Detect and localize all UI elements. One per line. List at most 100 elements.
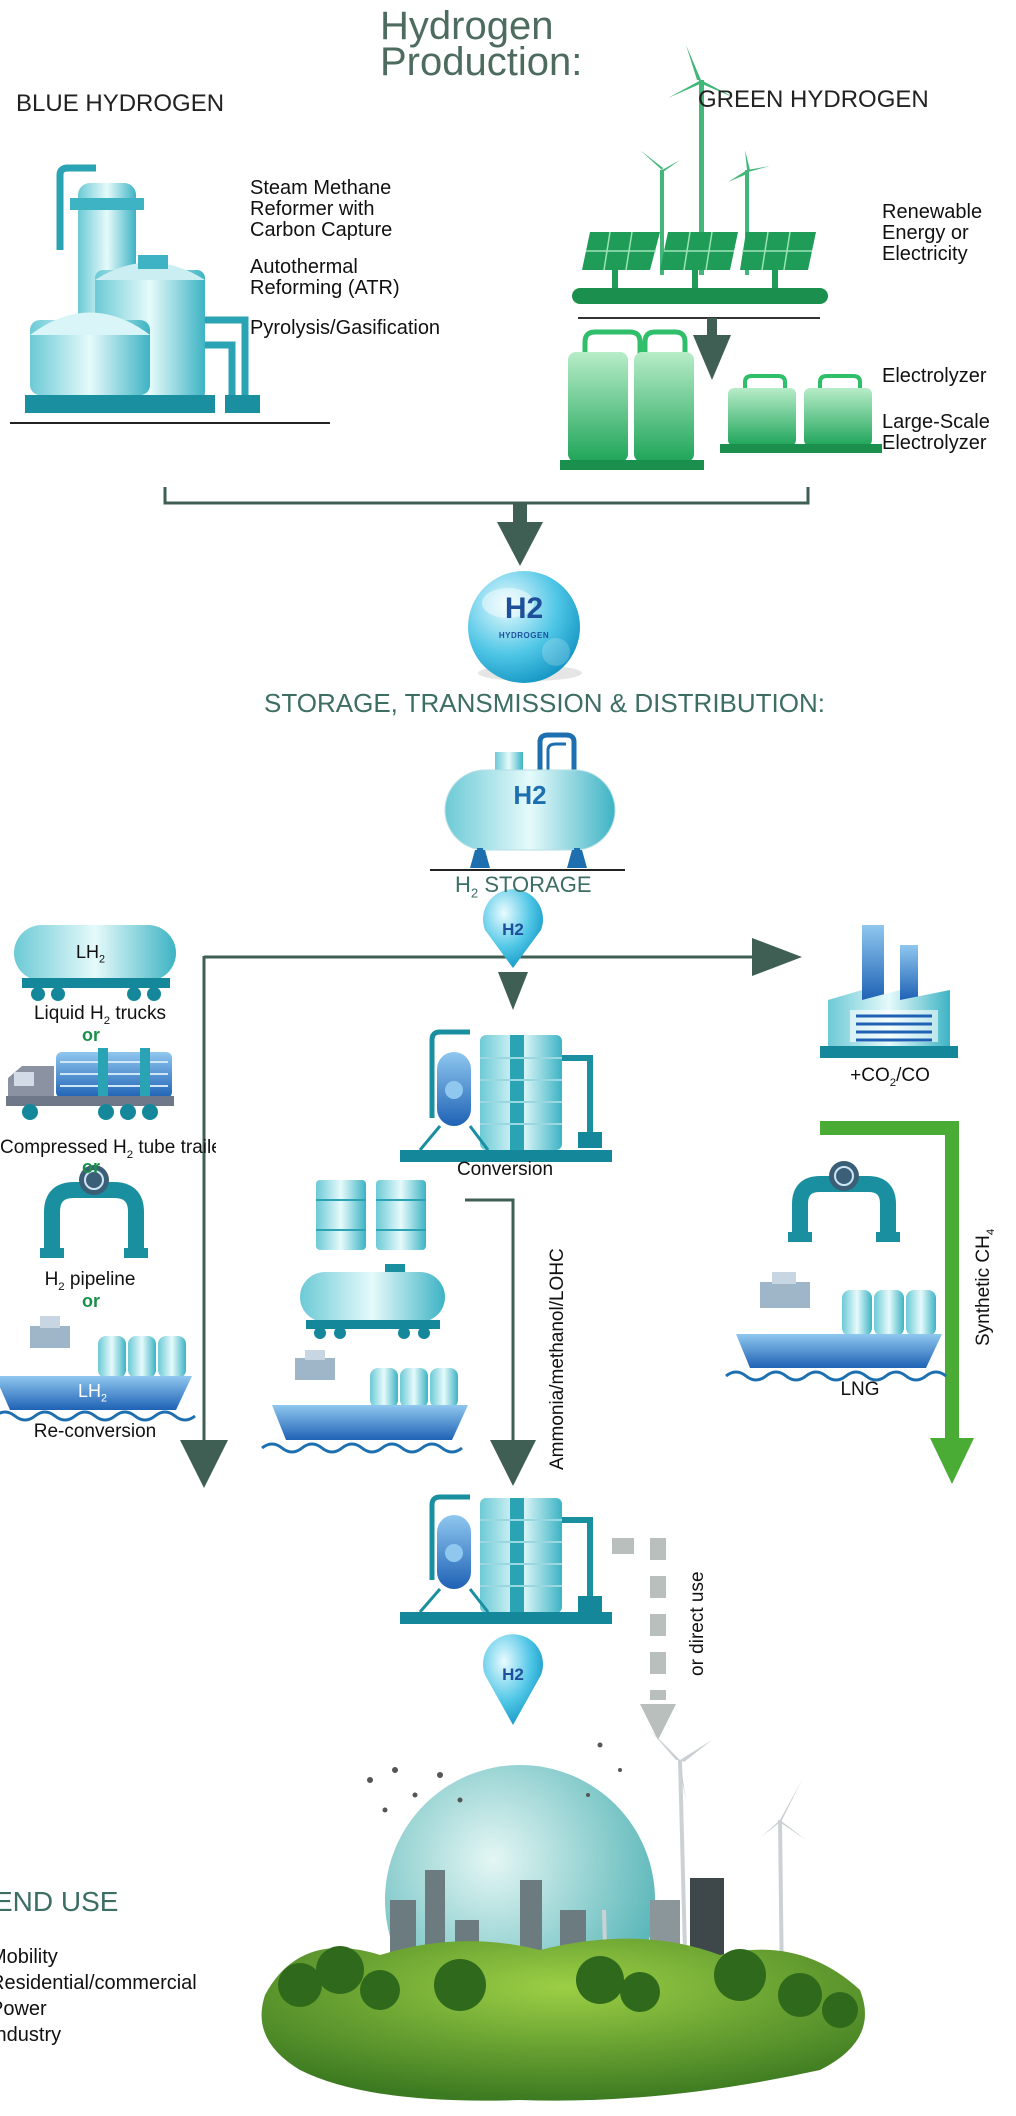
h2-pipeline-sub: 2 xyxy=(58,1280,65,1293)
or-label-1: or xyxy=(82,1025,100,1045)
carrier-label: Ammonia/methanol/LOHC xyxy=(547,1248,568,1470)
co-prefix: +CO xyxy=(850,1065,890,1086)
green-hydrogen-heading: GREEN HYDROGEN xyxy=(698,86,929,113)
ship-tank-sub: 2 xyxy=(101,1392,108,1405)
conversion-plant-illustration xyxy=(400,1029,612,1162)
blue-hydrogen-plant-illustration xyxy=(10,164,330,424)
merge-arrow-shaft xyxy=(513,503,527,525)
wind-solar-illustration xyxy=(572,45,828,380)
electrolyzer-label: Electrolyzer xyxy=(882,365,987,387)
end-use-item-industry: Industry xyxy=(0,2024,62,2046)
blue-method-1-line-3: Carbon Capture xyxy=(250,219,393,241)
or-label-3: or xyxy=(82,1291,100,1311)
h2-pipeline-prefix: H xyxy=(44,1269,59,1290)
blue-hydrogen-heading: BLUE HYDROGEN xyxy=(16,90,225,117)
synthetic-ch4-arrow xyxy=(820,1121,974,1484)
electrolyzer-illustration xyxy=(560,329,882,470)
h2-storage-label-sub: 2 xyxy=(470,885,479,901)
end-use-city-island-illustration xyxy=(261,1730,865,2101)
tube-trailer-illustration xyxy=(6,1048,174,1120)
hydrogen-pin-marker-2 xyxy=(483,1634,543,1725)
lng-ship-illustration xyxy=(725,1272,947,1382)
blue-method-3-line-1: Pyrolysis/Gasification xyxy=(250,317,441,339)
renewable-line-3: Electricity xyxy=(882,243,968,265)
rail-tank-car-illustration xyxy=(300,1264,445,1339)
blue-method-1-line-2: Reformer with xyxy=(250,198,375,220)
blue-method-3: Pyrolysis/Gasification xyxy=(250,318,440,339)
main-title-line2: Production: xyxy=(380,40,583,84)
renewable-line-2: Energy or xyxy=(882,222,969,244)
renewable-energy-label: Renewable Energy or Electricity xyxy=(882,202,982,265)
hydrogen-ball-icon xyxy=(468,571,582,683)
end-use-heading: END USE xyxy=(0,1886,119,1917)
rail-tank-label: LH2 xyxy=(76,943,105,965)
h2-ball-word: HYDROGEN xyxy=(498,631,550,640)
end-use-item-power: Power xyxy=(0,1998,47,2020)
synthetic-ch4-label: Synthetic CH4 xyxy=(973,1228,997,1346)
carrier-ship-illustration xyxy=(261,1350,468,1454)
conversion-label: Conversion xyxy=(456,1159,554,1180)
liquid-h2-rest: trucks xyxy=(110,1003,166,1024)
production-merge-bracket xyxy=(163,487,810,505)
renewable-line-1: Renewable xyxy=(882,201,983,223)
h2-ball-symbol: H2 xyxy=(504,592,544,625)
large-scale-line-2: Electrolyzer xyxy=(882,432,987,454)
blue-method-1-line-1: Steam Methane xyxy=(250,177,392,199)
liquid-h2-sub: 2 xyxy=(103,1014,111,1027)
merge-arrowhead xyxy=(497,522,543,566)
liquid-h2-prefix: Liquid H xyxy=(33,1003,104,1024)
rail-tank-prefix: LH xyxy=(76,942,100,962)
carrier-route-arrow xyxy=(465,1198,536,1486)
h2-pipeline-illustration xyxy=(40,1165,148,1258)
h2-pipeline-rest: pipeline xyxy=(64,1269,136,1290)
blue-method-2-line-1: Autothermal xyxy=(250,256,358,278)
hydrogen-pin-marker-1 xyxy=(483,889,544,968)
end-use-item-residential: Residential/commercial xyxy=(0,1972,197,1994)
h2-storage-label-prefix: H xyxy=(455,872,471,897)
h2-storage-label-rest: STORAGE xyxy=(478,872,592,897)
direct-use-dashed-arrow xyxy=(612,1538,676,1740)
synthetic-sub: 4 xyxy=(984,1228,997,1236)
synthetic-prefix: Synthetic CH xyxy=(973,1235,994,1346)
storage-tank-symbol: H2 xyxy=(513,780,547,810)
co-sub: 2 xyxy=(889,1076,897,1089)
main-title: Hydrogen Production: xyxy=(380,4,583,84)
co2-co-label: +CO2/CO xyxy=(830,1066,950,1089)
lng-pipeline-illustration xyxy=(788,1161,900,1242)
co-rest: /CO xyxy=(896,1065,930,1086)
end-use-item-mobility: Mobility xyxy=(0,1946,58,1968)
blue-method-2: Autothermal Reforming (ATR) xyxy=(250,257,400,299)
pin-marker-1-symbol: H2 xyxy=(502,920,524,939)
lng-label: LNG xyxy=(840,1379,880,1400)
or-label-2: or xyxy=(82,1157,100,1177)
hydrogen-storage-tank-illustration xyxy=(430,732,625,871)
reconversion-plant-illustration xyxy=(400,1494,612,1624)
distribution-branch-arrows xyxy=(180,938,802,1488)
reconversion-label: Re-conversion xyxy=(33,1421,157,1442)
liquid-h2-rail-tank-illustration xyxy=(14,925,176,1001)
green-down-arrowhead xyxy=(693,335,731,380)
tube-trailers-prefix: Compressed H xyxy=(0,1138,127,1158)
large-scale-line-1: Large-Scale xyxy=(882,411,990,433)
blue-method-1: Steam Methane Reformer with Carbon Captu… xyxy=(250,178,392,241)
tube-trailers-sub: 2 xyxy=(126,1148,134,1161)
direct-use-label: or direct use xyxy=(687,1571,708,1676)
blue-method-2-line-2: Reforming (ATR) xyxy=(250,277,400,299)
end-use-list: Mobility Residential/commercial Power In… xyxy=(0,1944,197,2048)
factory-illustration xyxy=(820,925,958,1058)
ship-tank-label: LH2 xyxy=(78,1382,107,1404)
h2-pipeline-label: H2 pipeline xyxy=(0,1270,180,1293)
rail-tank-sub: 2 xyxy=(99,953,106,966)
h2-storage-label: H2 STORAGE xyxy=(455,874,592,900)
ship-tank-prefix: LH xyxy=(78,1381,102,1401)
liquid-h2-trucks-label: Liquid H2 trucks xyxy=(0,1004,200,1027)
solar-panels xyxy=(572,231,828,319)
tube-trailers-label: Compressed H2 tube trailers xyxy=(0,1138,216,1161)
main-title-line1: Hydrogen xyxy=(380,4,554,48)
tube-trailers-rest: tube trailers xyxy=(138,1138,216,1158)
lh2-ship-illustration xyxy=(0,1316,196,1422)
storage-heading: STORAGE, TRANSMISSION & DISTRIBUTION: xyxy=(264,688,826,718)
large-scale-electrolyzer-label: Large-Scale Electrolyzer xyxy=(882,412,990,454)
pin-marker-2-symbol: H2 xyxy=(502,1665,524,1684)
